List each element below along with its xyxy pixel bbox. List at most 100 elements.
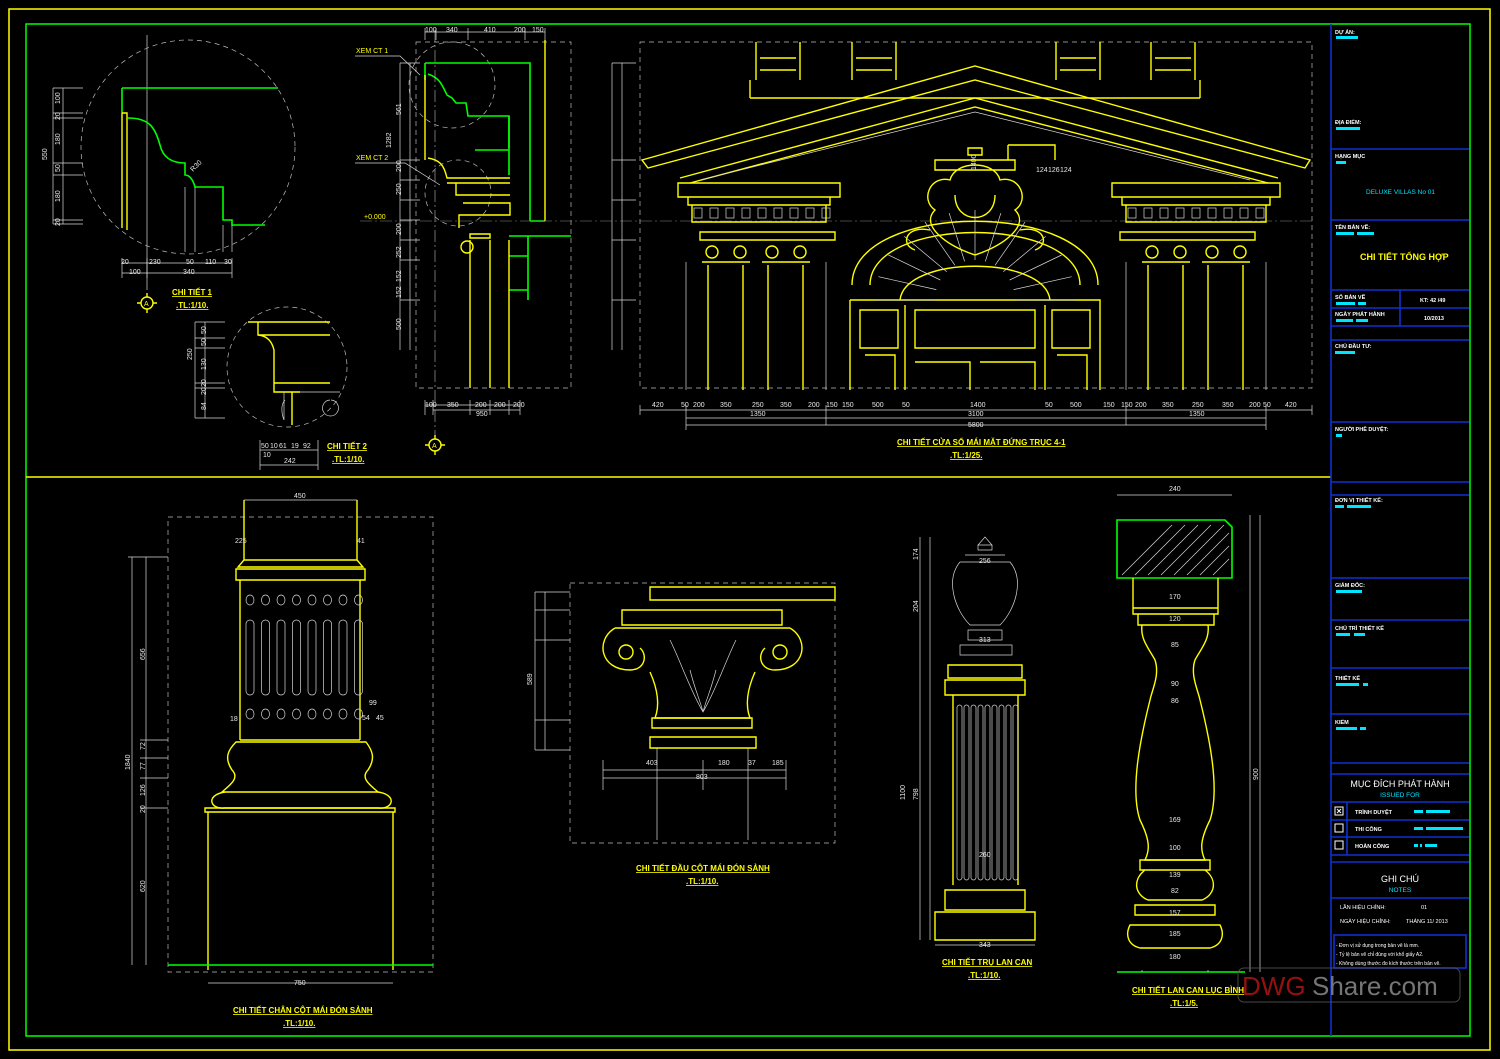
base-flute: [307, 619, 317, 696]
base-flute: [323, 619, 332, 696]
svg-text:50: 50: [186, 259, 194, 266]
sheet-number-label: SỐ BẢN VẼ: [1335, 294, 1366, 301]
svg-text:169: 169: [1169, 817, 1181, 824]
base-flute: [338, 619, 348, 696]
detail-1-title: CHI TIẾT 1: [172, 287, 213, 297]
owner-label: CHỦ ĐẦU TƯ:: [1335, 343, 1372, 350]
issued-for-option-trinh-duyet[interactable]: TRÌNH DUYỆT: [1334, 806, 1450, 816]
issue-date-value: 10/2013: [1424, 316, 1444, 322]
svg-text:82: 82: [1171, 888, 1179, 895]
fan-ray: [985, 212, 1002, 262]
fan-ray: [1013, 276, 1072, 290]
axis-marker-a: A: [425, 435, 445, 455]
dentil: [757, 207, 767, 219]
post-flute: [970, 704, 977, 881]
dimension-label: 50: [681, 402, 689, 409]
designer-label: THIẾT KẾ: [1335, 675, 1360, 682]
svg-text:18: 18: [230, 716, 238, 723]
svg-text:100: 100: [1169, 845, 1181, 852]
base-ornament-circle: [245, 594, 255, 606]
dimension-label: 50: [1045, 402, 1053, 409]
dimension-label: 200: [1135, 402, 1147, 409]
capital-view: 403 180 37 185 803 589 CHI TIẾT ĐẦU CỘT …: [527, 582, 836, 886]
issued-for-option-thi-cong[interactable]: THI CÔNG: [1334, 823, 1463, 833]
detail-1-view: 550 100 20 180 50 180 20 20 230 50 110 3…: [42, 35, 296, 313]
revision-label: LẦN HIỆU CHỈNH:: [1340, 903, 1386, 911]
checkbox-icon: [1334, 823, 1344, 833]
dimension-label: 420: [1285, 402, 1297, 409]
svg-text:DWG: DWG: [1242, 971, 1306, 1001]
svg-text:410: 410: [484, 27, 496, 34]
svg-text:1350: 1350: [1189, 411, 1205, 418]
svg-text:343: 343: [979, 942, 991, 949]
capital-scale: .TL:1/10.: [686, 877, 718, 886]
issued-for-option-hoan-cong[interactable]: HOÀN CÔNG: [1334, 840, 1437, 850]
svg-text:242: 242: [284, 458, 296, 465]
post-flute: [963, 704, 970, 881]
svg-text:Share.com: Share.com: [1312, 971, 1438, 1001]
dimension-label: 50: [1263, 402, 1271, 409]
svg-text:50: 50: [261, 443, 269, 450]
svg-text:54: 54: [362, 715, 370, 722]
dentil: [1175, 207, 1185, 219]
svg-text:798: 798: [913, 788, 920, 800]
dimension-label: 200: [693, 402, 705, 409]
detail-2-title: CHI TIẾT 2: [327, 441, 368, 451]
dimension-label: 350: [780, 402, 792, 409]
svg-text:230: 230: [149, 259, 161, 266]
svg-text:550: 550: [42, 148, 49, 160]
svg-text:589: 589: [527, 673, 534, 685]
axis-marker-a: A: [137, 293, 157, 313]
inner-frame: [25, 23, 1471, 1037]
base-ornament-circle: [338, 594, 348, 606]
svg-text:30: 30: [224, 259, 232, 266]
dimension-label: 1400: [970, 402, 986, 409]
svg-text:A: A: [432, 443, 437, 450]
dentil: [1239, 207, 1249, 219]
revision-date-label: NGÀY HIỆU CHỈNH:: [1340, 917, 1391, 925]
svg-text:185: 185: [1169, 931, 1181, 938]
svg-text:37: 37: [748, 760, 756, 767]
callout-xem-ct-1: XEM CT 1: [356, 48, 388, 55]
fan-ray: [924, 221, 956, 266]
dentil: [741, 207, 751, 219]
base-ornament-circle: [307, 594, 317, 606]
svg-text:85: 85: [1171, 642, 1179, 649]
svg-text:256: 256: [979, 558, 991, 565]
svg-text:20: 20: [140, 805, 147, 813]
dentil: [1223, 207, 1233, 219]
balustrade-post-view: 174 204 1100 798 256 313 260 343 CHI TIẾ…: [900, 536, 1036, 980]
svg-text:260: 260: [979, 852, 991, 859]
lead-designer-label: CHỦ TRÌ THIẾT KẾ: [1335, 624, 1384, 632]
svg-text:100: 100: [425, 27, 437, 34]
svg-text:200: 200: [396, 223, 403, 235]
approver-label: NGƯỜI PHÊ DUYỆT:: [1335, 425, 1388, 433]
revision-date-value: THÁNG 11/ 2013: [1406, 918, 1448, 925]
detail-1-scale: .TL:1/10.: [176, 301, 208, 310]
svg-text:313: 313: [979, 637, 991, 644]
svg-text:20: 20: [55, 218, 62, 226]
svg-text:90: 90: [1171, 681, 1179, 688]
dentil: [1159, 207, 1169, 219]
svg-text:450: 450: [294, 493, 306, 500]
director-label: GIÁM ĐỐC:: [1335, 582, 1365, 589]
svg-text:200: 200: [494, 402, 506, 409]
design-unit-label: ĐƠN VỊ THIẾT KẾ:: [1335, 497, 1383, 504]
svg-text:20: 20: [201, 379, 208, 387]
fan-ray: [994, 221, 1026, 266]
svg-text:45: 45: [376, 715, 384, 722]
svg-text:100: 100: [129, 269, 141, 276]
svg-text:180: 180: [55, 190, 62, 202]
dentil: [1255, 207, 1265, 219]
base-ornament-circle: [292, 708, 301, 720]
svg-text:157: 157: [1169, 910, 1181, 917]
svg-text:R30: R30: [189, 159, 203, 173]
svg-text:50: 50: [201, 326, 208, 334]
pediment-title: CHI TIẾT CỬA SỔ MÁI MẶT ĐỨNG TRỤC 4-1: [897, 437, 1066, 447]
dimension-label: 150: [842, 402, 854, 409]
dentil: [789, 207, 799, 219]
note-line-1: - Đơn vị sử dụng trong bản vẽ là mm.: [1336, 942, 1419, 949]
detail-1-moulding-profile: [121, 88, 265, 226]
